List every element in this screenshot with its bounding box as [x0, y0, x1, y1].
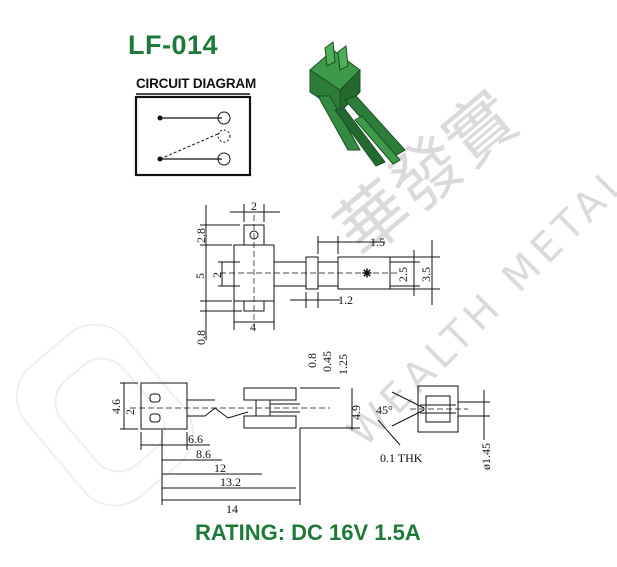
switch-3d-illustration [309, 41, 406, 167]
dim-label: 1.25 [336, 354, 350, 375]
dim-label: 2 [210, 272, 224, 278]
terminal-circle [217, 111, 231, 125]
dim-label: 4.6 [109, 399, 123, 414]
dim-label: ø1.45 [479, 443, 493, 470]
dim-label: 0.45 [320, 351, 334, 372]
dim-label: 13.2 [220, 475, 241, 489]
dim-label: 12 [214, 461, 226, 475]
top-view-drawing: ✳ [200, 204, 440, 340]
side-view-drawing [120, 382, 360, 505]
dim-label: 1.2 [338, 293, 353, 307]
dim-label: 0.8 [305, 353, 319, 368]
dim-label: 0.1 THK [380, 451, 423, 465]
dim-label: 4.9 [349, 405, 363, 420]
end-view-labels: 45° 0.1 THK ø1.45 [376, 403, 493, 470]
dim-label: 14 [226, 502, 238, 516]
dim-label: 8.6 [196, 447, 211, 461]
dim-label: 3.5 [419, 267, 433, 282]
end-view-drawing [377, 385, 490, 446]
top-view-dimension-labels: 2 2.8 5 2 0.8 4 1.5 2.5 3.5 1.2 [193, 199, 433, 345]
side-view-dimension-labels: 4.6 2 0.8 0.45 1.25 4.9 6.6 8.6 12 13.2 … [109, 351, 363, 516]
dim-label: 2 [123, 409, 137, 415]
part-number-title: LF-014 [128, 30, 219, 60]
terminal-circle [217, 152, 231, 166]
circuit-box [134, 95, 252, 177]
dim-label: 2 [251, 199, 257, 213]
rating-text: RATING: DC 16V 1.5A [195, 520, 421, 545]
dim-label: 0.8 [194, 330, 208, 345]
circuit-diagram-label: CIRCUIT DIAGRAM [136, 76, 256, 91]
dim-label: 2.8 [194, 228, 208, 243]
dim-label: 2.5 [396, 267, 410, 282]
dim-label: 1.5 [370, 235, 385, 249]
circuit-diagram [134, 93, 252, 177]
dim-label: 4 [250, 320, 256, 334]
svg-text:✳: ✳ [362, 268, 371, 280]
dim-label: 45° [376, 403, 393, 417]
dim-label: 5 [193, 273, 207, 279]
dim-label: 6.6 [188, 432, 203, 446]
